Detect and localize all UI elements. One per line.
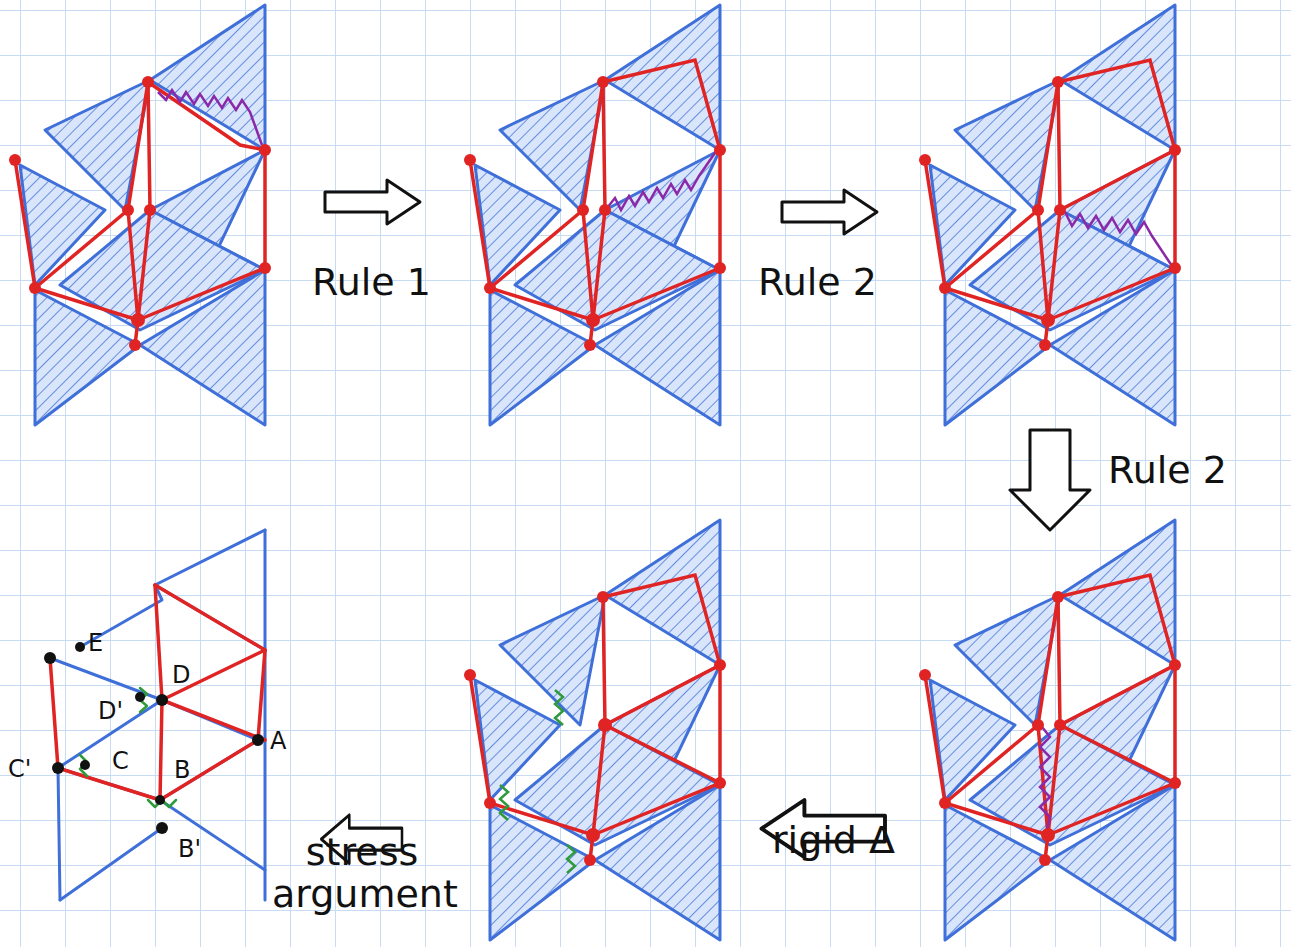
point-label: D' bbox=[98, 698, 123, 724]
step-label: Rule 1 bbox=[312, 262, 431, 304]
point-label: B bbox=[174, 757, 190, 783]
point-label: C bbox=[112, 748, 129, 774]
point-label: E bbox=[88, 630, 103, 656]
step-label: stress argument bbox=[272, 832, 452, 916]
step-label: Rule 2 bbox=[1108, 450, 1227, 492]
point-label: C' bbox=[8, 756, 31, 782]
step-label: rigid Δ bbox=[772, 820, 895, 862]
point-label: B' bbox=[178, 836, 201, 862]
point-label: D bbox=[172, 662, 190, 688]
point-label: A bbox=[270, 728, 286, 754]
step-label: Rule 2 bbox=[758, 262, 877, 304]
